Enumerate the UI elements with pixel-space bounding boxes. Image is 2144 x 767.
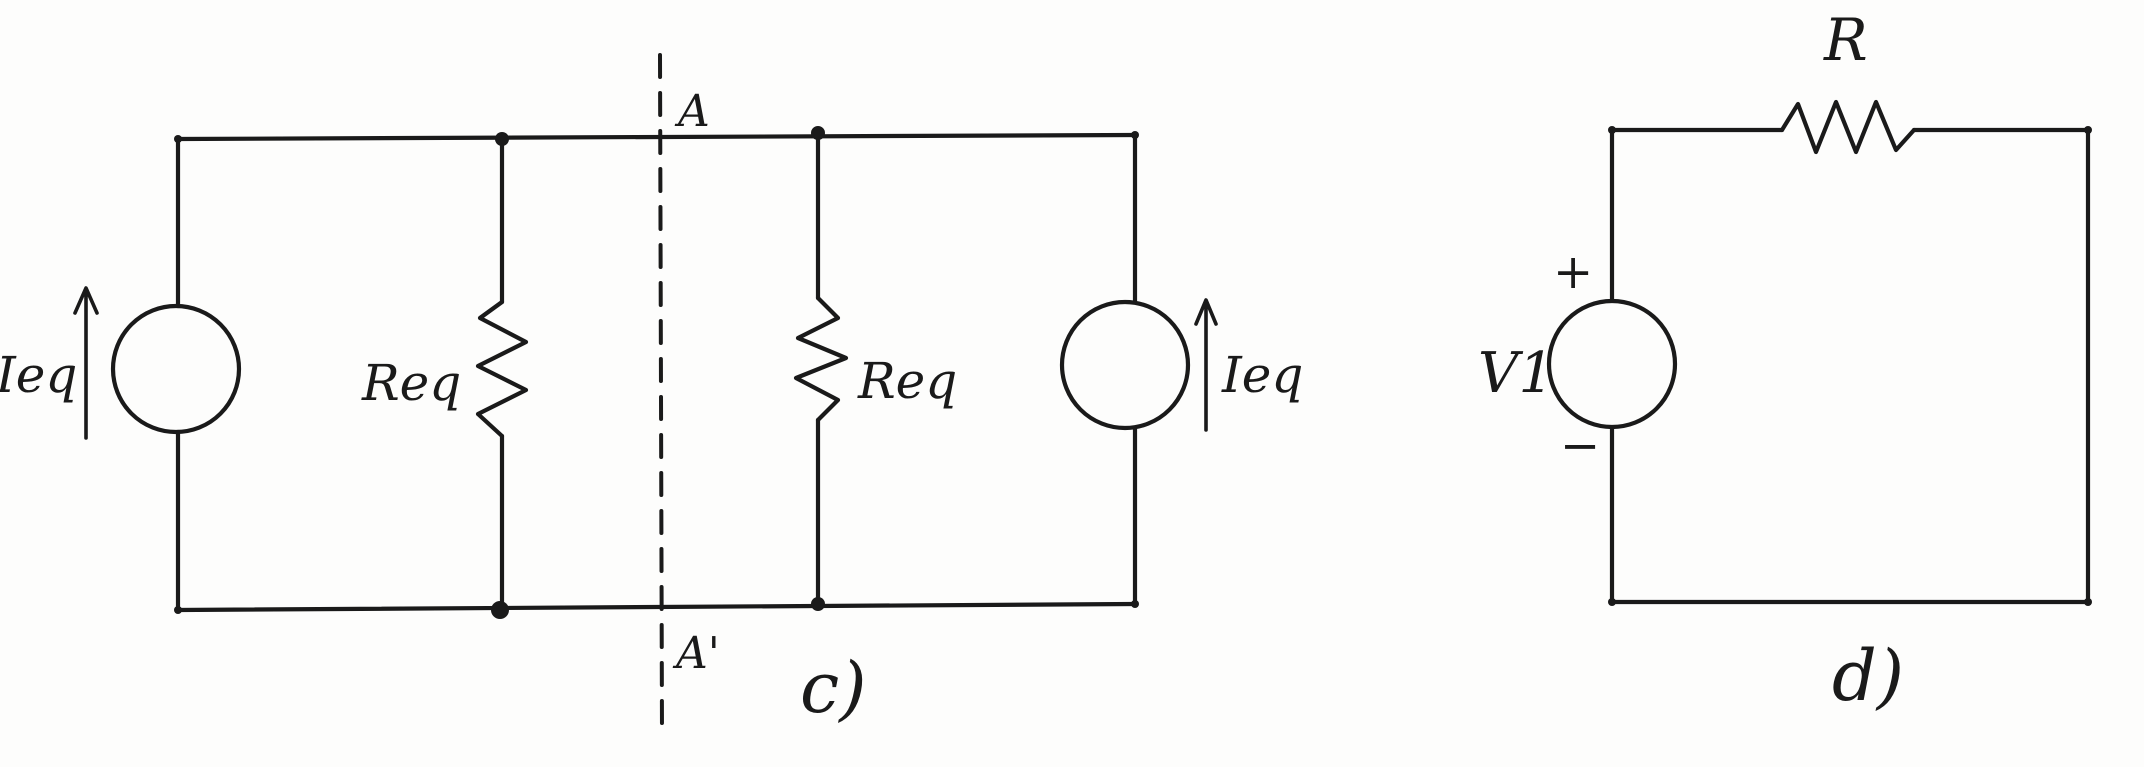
right-resistor-zigzag	[793, 295, 849, 423]
minus-sign: −	[1560, 418, 1600, 474]
corner-dot	[1131, 131, 1139, 139]
left-current-arrow	[73, 286, 99, 440]
left-resistor-zigzag	[475, 299, 529, 439]
left-source-label: Ieq	[0, 346, 77, 404]
right-current-arrow	[1194, 298, 1218, 432]
voltage-source-label: V1	[1478, 341, 1554, 406]
corner-dot	[1131, 600, 1139, 608]
left-resistor-label: Req	[361, 354, 461, 412]
circuit-c: Ieq Req Req Ieq A A' c)	[0, 53, 1303, 737]
corner-dot	[1608, 598, 1616, 606]
top-rail-wire	[175, 132, 1138, 142]
plus-sign: +	[1553, 244, 1593, 300]
circuit-d-caption: d)	[1832, 635, 1904, 717]
corner-dot	[174, 135, 182, 143]
corner-dot	[174, 606, 182, 614]
junction-dot	[811, 597, 825, 611]
corner-dot	[1608, 126, 1616, 134]
circuit-c-caption: c)	[800, 647, 867, 729]
cut-bottom-label: A'	[672, 628, 720, 679]
circuit-d: R V1 + − d)	[1478, 6, 2092, 717]
cut-line-a-a-prime	[658, 53, 664, 737]
right-current-source	[1059, 299, 1191, 431]
junction-dot	[495, 132, 509, 146]
corner-dot	[2084, 598, 2092, 606]
junction-dot	[491, 601, 509, 619]
right-source-label: Ieq	[1221, 346, 1303, 404]
voltage-source	[1546, 298, 1678, 430]
corner-dot	[2084, 126, 2092, 134]
resistor-r-label: R	[1823, 6, 1868, 74]
bottom-rail-wire	[175, 601, 1138, 613]
right-resistor-label: Req	[857, 352, 957, 410]
junction-dot	[811, 126, 825, 140]
left-current-source	[110, 303, 242, 435]
cut-top-label: A	[674, 86, 710, 137]
resistor-r-zigzag	[1779, 99, 1917, 155]
